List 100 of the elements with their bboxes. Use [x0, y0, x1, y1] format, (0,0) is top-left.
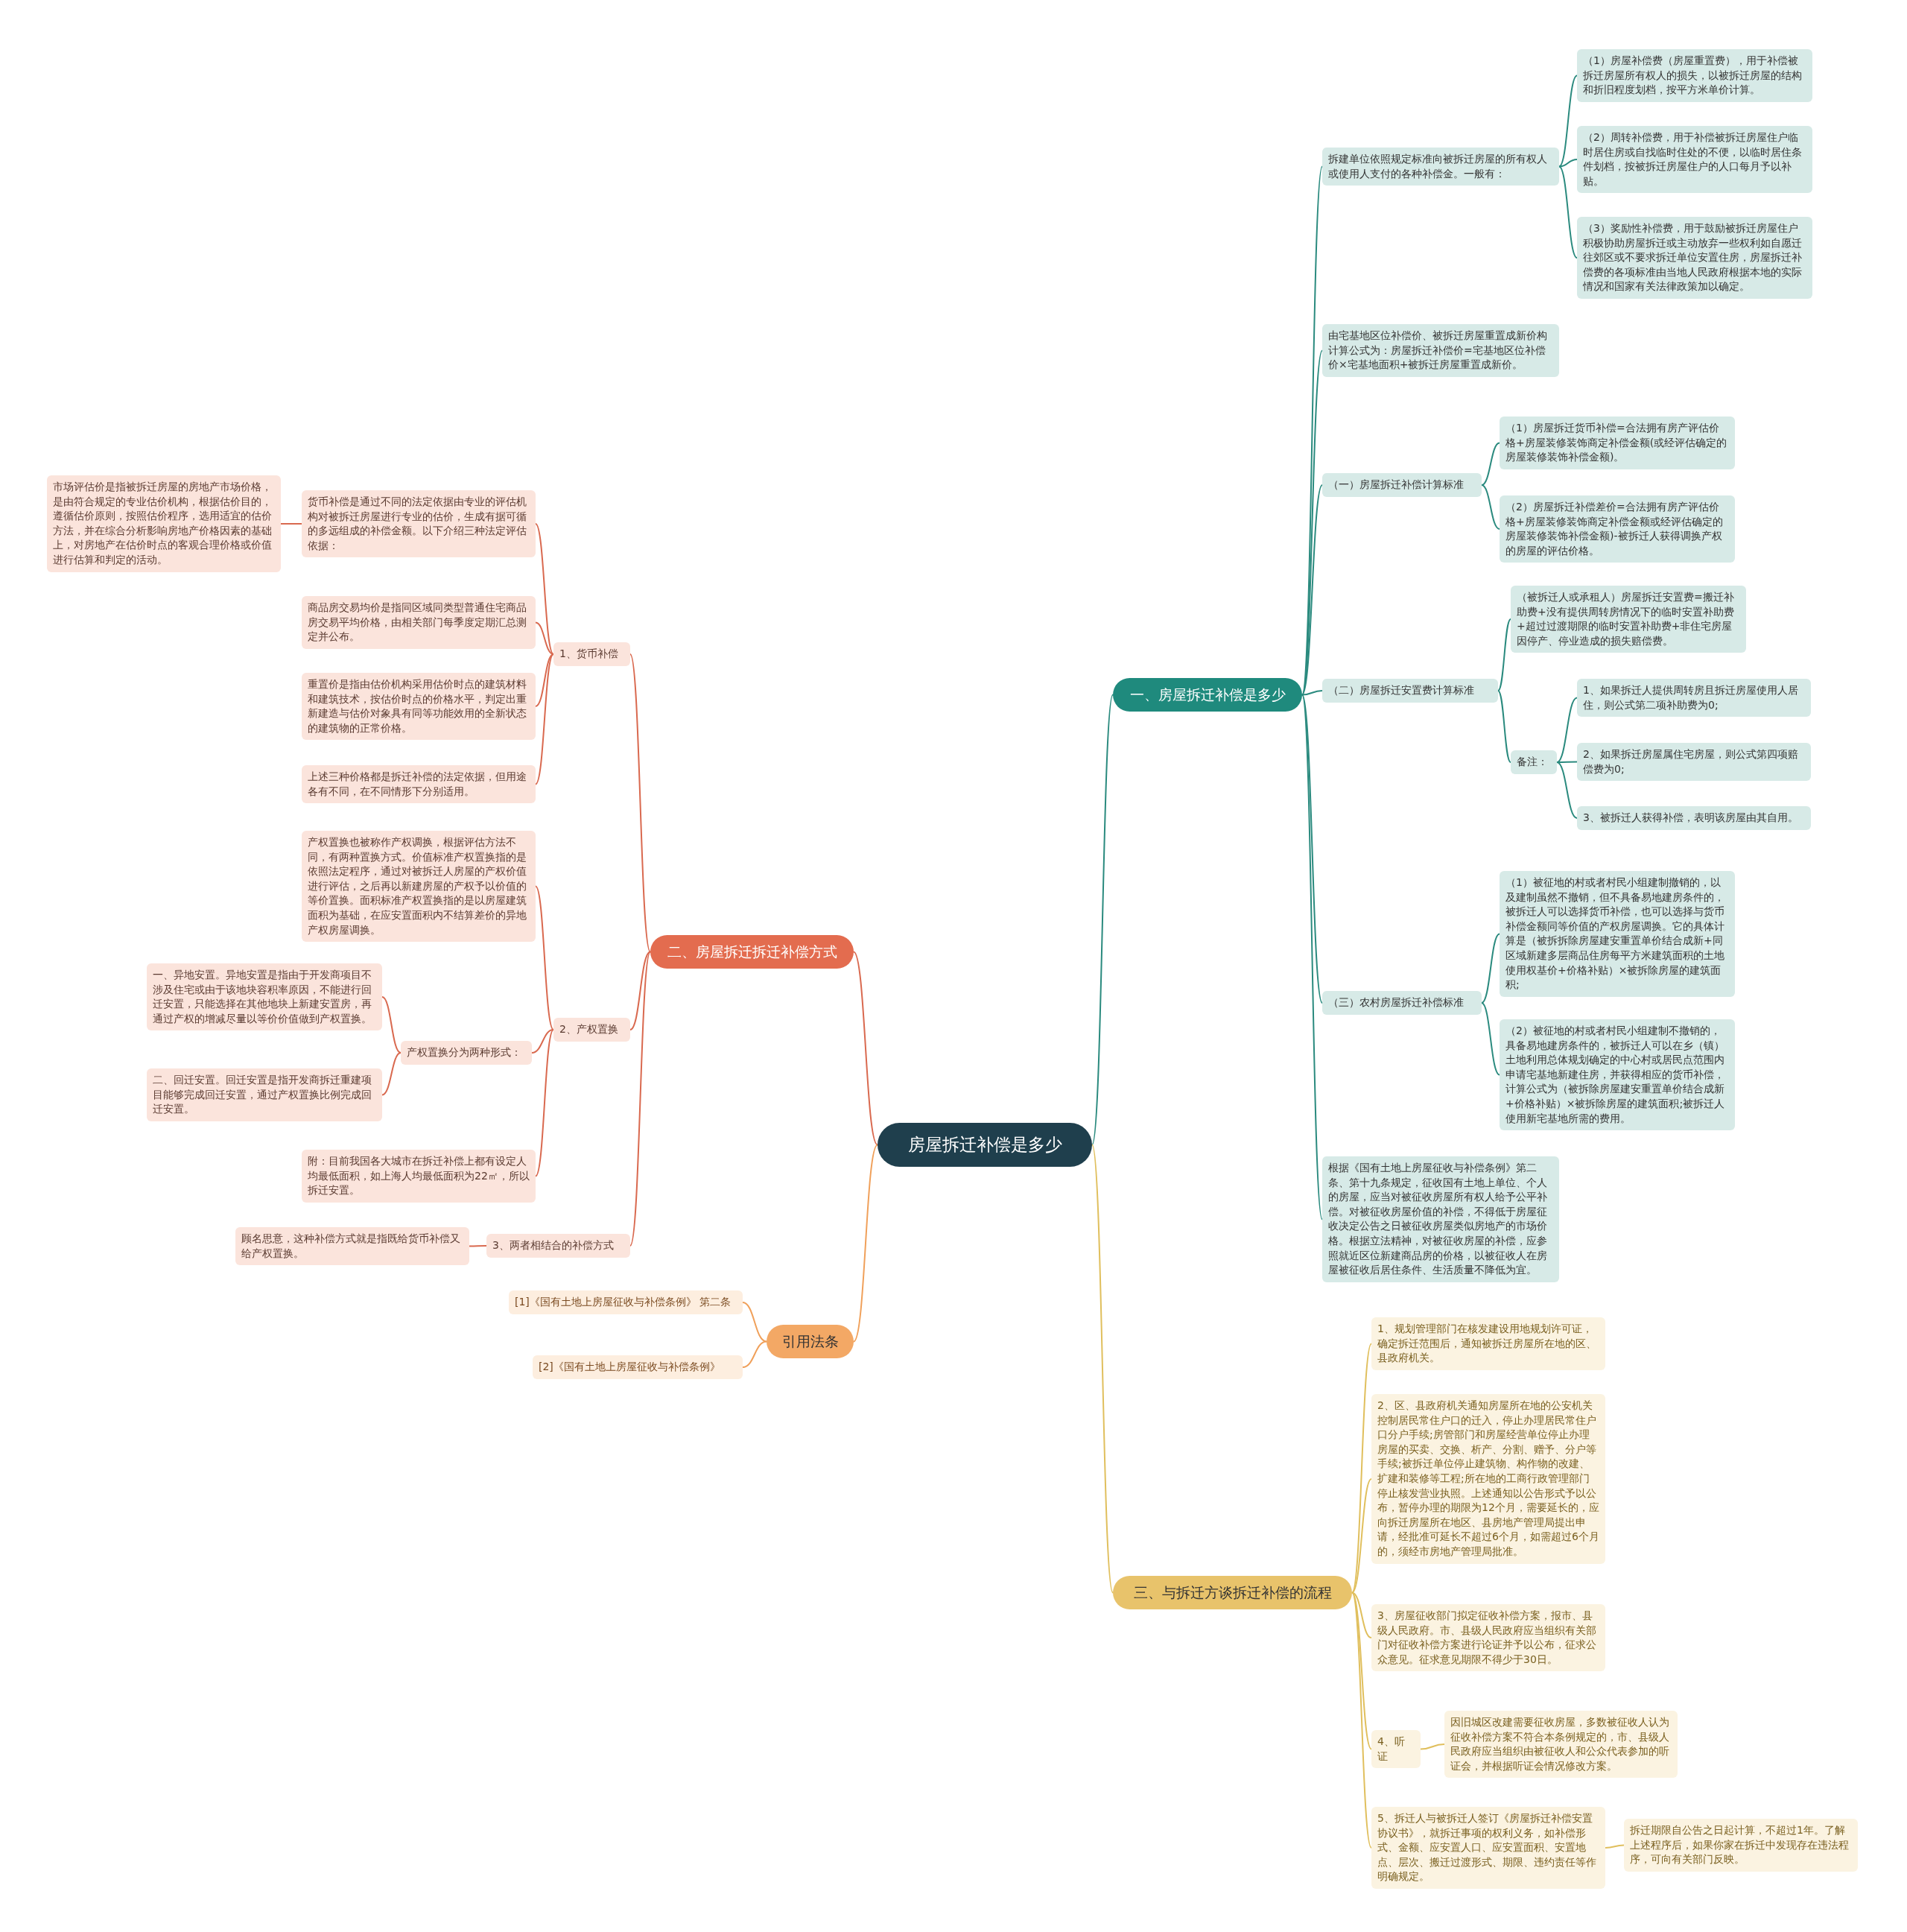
- topic-text: 1、如果拆迁人提供周转房且拆迁房屋使用人居住，则公式第二项补助费为0;: [1583, 683, 1799, 712]
- branch-connector: [1351, 1478, 1372, 1594]
- topic-card: [1322, 679, 1498, 703]
- topic-card: [1577, 743, 1811, 782]
- branch-connector: [629, 951, 651, 1030]
- topic-text: 产权置换也被称作产权调换，根据评估方法不同，有两种置换方式。价值标准产权置换指的是依照法定程序，通过对被拆迁人房屋的产权价值进行评估，之后再以新建房屋的产权予以价值的等价置换。面积标准产权置换指的是以房屋建筑面积为基础，在应安置面积内不结算差价的异地产权房屋调换。: [308, 835, 527, 937]
- branch-connector: [1497, 618, 1511, 691]
- topic-card: [302, 1150, 536, 1203]
- main-branch: [767, 1325, 854, 1358]
- topic-text: 根据《国有土地上房屋征收与补偿条例》第二条、第十九条规定，征收国有土地上单位、个人的房屋，应当对被征收房屋所有权人给予公平补偿。对被征收房屋价值的补偿，不得低于房屋征收决定公告之日被征收房屋类似房地产的市场价格。根据立法精神，对被征收房屋的补偿，应参照就近区位新建商品房的价格，以被征收人在房屋被征收后居住条件、生活质量不降低为宜。: [1328, 1161, 1548, 1278]
- topic-text: （3）奖励性补偿费，用于鼓励被拆迁房屋住户积极协助房屋拆迁或主动放弃一些权利如自愿迁往郊区或不要求拆迁单位安置住房，房屋拆迁补偿费的各项标准由当地人民政府根据本地的实际情况和国家有关法律政策加以确定。: [1583, 221, 1803, 294]
- topic-text: 由宅基地区位补偿价、被拆迁房屋重置成新价构计算公式为：房屋拆迁补偿价=宅基地区位补偿价×宅基地面积+被拆迁房屋重置成新价。: [1328, 329, 1548, 373]
- topic-text: 拆建单位依照规定标准向被拆迁房屋的所有权人或使用人支付的各种补偿金。一般有：: [1328, 152, 1548, 181]
- topic-text: 顾名思意，这种补偿方式就是指既给货币补偿又给产权置换。: [241, 1232, 461, 1261]
- branch-connector: [1556, 761, 1578, 763]
- topic-card: [1322, 473, 1482, 497]
- topic-text: 一、异地安置。异地安置是指由于开发商项目不涉及住宅或由于该地块容积率原因，不能进行回迁安置，只能选择在其他地块上新建安置房，再通过产权的增减尽量以等价价值做到产权置换。: [153, 968, 372, 1026]
- topic-text: 2、如果拆迁房屋属住宅房屋，则公式第四项赔偿费为0;: [1583, 747, 1799, 776]
- branch-connector: [381, 1052, 402, 1096]
- topic-text: 5、拆迁人与被拆迁人签订《房屋拆迁补偿安置协议书》，就拆迁事项的权利义务，如补偿形式、金额、应安置人口、应安置面积、安置地点、层次、搬迁过渡形式、期限、违约责任等作明确规定。: [1377, 1811, 1597, 1884]
- branch-text: 一、房屋拆迁补偿是多少: [1129, 685, 1286, 704]
- topic-card: [1322, 324, 1559, 377]
- topic-text: 商品房交易均价是指同区域同类型普通住宅商品房交易平均价格，由相关部门每季度定期汇总测定并公布。: [308, 601, 527, 644]
- topic-text: 附：目前我国各大城市在拆迁补偿上都有设定人均最低面积，如上海人均最低面积为22㎡，所以拆迁安置。: [308, 1154, 530, 1198]
- branch-connector: [1481, 1002, 1500, 1076]
- branch-connector: [629, 653, 651, 953]
- branch-connector: [535, 653, 554, 785]
- branch-connector: [1481, 442, 1500, 486]
- topic-text: 货币补偿是通过不同的法定依据由专业的评估机构对被拆迁房屋进行专业的估价，生成有据可循的多远组成的补偿金额。以下介绍三种法定评估依据：: [308, 495, 527, 553]
- topic-text: 3、房屋征收部门拟定征收补偿方案，报市、县级人民政府。市、县级人民政府应当组织有关部门对征收补偿方案进行论证并予以公布，征求公众意见。征求意见期限不得少于30日。: [1377, 1609, 1597, 1667]
- branch-connector: [280, 523, 302, 525]
- topic-text: 上述三种价格都是拆迁补偿的法定依据，但用途各有不同，在不同情形下分别适用。: [308, 770, 527, 799]
- branch-connector: [469, 1245, 487, 1247]
- topic-text: 2、区、县政府机关通知房屋所在地的公安机关控制居民常住户口的迁入，停止办理居民常住户口分户手续;房管部门和房屋经营单位停止办理房屋的买卖、交换、析产、分割、赠予、分户等手续;被拆迁单位停止建筑物、构作物的改建、扩建和装修等工程;所在地的工商行政管理部门停止核发营业执照。上述通知以公告形式予以公布，暂停办理的期限为12个月，需要延长的，应向拆迁房屋所在地区、县房地产管理局提出申请，经批准可延长不超过6个月，如需超过6个月的，须经市房地产管理局批准。: [1377, 1399, 1599, 1559]
- topic-card: [486, 1234, 630, 1258]
- branch-text: 引用法条: [781, 1332, 840, 1351]
- topic-card: [302, 673, 536, 741]
- main-branch: [1113, 678, 1302, 712]
- branch-connector: [535, 523, 554, 655]
- topic-text: 二、回迁安置。回迁安置是指开发商拆迁重建项目能够完成回迁安置，通过产权置换比例完成回迁安置。: [153, 1073, 372, 1117]
- branch-connector: [853, 951, 878, 1146]
- topic-text: 3、被拆迁人获得补偿，表明该房屋由其自用。: [1583, 811, 1799, 825]
- topic-text: （三）农村房屋拆迁补偿标准: [1328, 995, 1465, 1010]
- topic-card: [533, 1355, 743, 1379]
- topic-card: [1577, 49, 1812, 102]
- topic-text: （一）房屋拆迁补偿计算标准: [1328, 478, 1465, 492]
- branch-connector: [1558, 75, 1578, 168]
- topic-text: （二）房屋拆迁安置费计算标准: [1328, 683, 1475, 697]
- topic-card: [1500, 417, 1735, 469]
- topic-card: [1444, 1711, 1678, 1779]
- branch-connector: [1481, 484, 1500, 530]
- topic-card: [1371, 1730, 1421, 1769]
- topic-card: [1577, 806, 1811, 830]
- topic-card: [553, 1018, 630, 1042]
- topic-text: 拆迁期限自公告之日起计算，不超过1年。了解上述程序后，如果你家在拆迁中发现存在违法程序，可向有关部门反映。: [1630, 1823, 1850, 1867]
- topic-text: （1）房屋补偿费（房屋重置费），用于补偿被拆迁房屋所有权人的损失，以被拆迁房屋的结构和折旧程度划档，按平方米单价计算。: [1583, 54, 1803, 98]
- branch-connector: [1481, 933, 1500, 1004]
- branch-connector: [1301, 694, 1323, 1004]
- topic-card: [553, 642, 630, 666]
- topic-card: [509, 1290, 743, 1314]
- topic-text: 重置价是指由估价机构采用估价时点的建筑材料和建筑技术，按估价时点的价格水平，判定出重新建造与估价对象具有同等功能效用的全新状态的建筑物的正常价格。: [308, 677, 527, 735]
- branch-connector: [535, 1029, 554, 1177]
- branch-connector: [531, 1029, 554, 1054]
- topic-text: [1]《国有土地上房屋征收与补偿条例》 第二条: [515, 1295, 732, 1309]
- topic-card: [1371, 1604, 1605, 1672]
- branch-connector: [535, 885, 554, 1030]
- topic-card: [1624, 1819, 1858, 1872]
- branch-connector: [1605, 1844, 1625, 1849]
- topic-card: [302, 765, 536, 804]
- topic-card: [1500, 495, 1735, 563]
- topic-text: 2、产权置换: [559, 1022, 619, 1036]
- topic-text: （2）房屋拆迁补偿差价=合法拥有房产评估价格+房屋装修装饰商定补偿金额或经评估确定的房屋装修装饰补偿金额)-被拆迁人获得调换产权的房屋的评估价格。: [1505, 500, 1724, 558]
- branch-connector: [742, 1340, 767, 1368]
- topic-card: [1577, 126, 1812, 194]
- topic-text: （被拆迁人或承租人）房屋拆迁安置费=搬迁补助费+没有提供周转房情况下的临时安置补助费+超过过渡期限的临时安置补助费+非住宅房屋因停产、停业造成的损失赔偿费。: [1517, 590, 1735, 648]
- branch-connector: [1558, 159, 1578, 168]
- topic-text: 因旧城区改建需要征收房屋，多数被征收人认为征收补偿方案不符合本条例规定的，市、县级人民政府应当组织由被征收人和公众代表参加的听证会，并根据听证会情况修改方案。: [1450, 1715, 1670, 1773]
- branch-connector: [1351, 1591, 1372, 1638]
- branch-connector: [853, 1144, 878, 1343]
- branch-connector: [535, 621, 554, 655]
- topic-text: 房屋拆迁补偿是多少: [907, 1134, 1063, 1156]
- branch-text: 二、房屋拆迁拆迁补偿方式: [666, 943, 838, 961]
- topic-card: [1322, 991, 1482, 1015]
- branch-connector: [1556, 697, 1578, 763]
- topic-text: 备注：: [1517, 755, 1549, 769]
- topic-card: [302, 596, 536, 649]
- branch-text: 三、与拆迁方谈拆迁补偿的流程: [1132, 1583, 1333, 1602]
- branch-connector: [1301, 484, 1323, 696]
- topic-card: [1322, 148, 1559, 186]
- branch-connector: [1497, 690, 1511, 763]
- topic-card: [401, 1041, 532, 1065]
- branch-connector: [1558, 165, 1578, 259]
- topic-card: [1577, 679, 1811, 718]
- main-branch: [650, 935, 854, 969]
- topic-text: （1）房屋拆迁货币补偿=合法拥有房产评估价格+房屋装修装饰商定补偿金额(或经评估确定的房屋装修装饰补偿金额)。: [1505, 421, 1728, 465]
- branch-connector: [1351, 1591, 1372, 1750]
- topic-card: [147, 1068, 382, 1121]
- topic-card: [147, 963, 382, 1031]
- topic-card: [235, 1227, 469, 1266]
- branch-connector: [742, 1302, 767, 1343]
